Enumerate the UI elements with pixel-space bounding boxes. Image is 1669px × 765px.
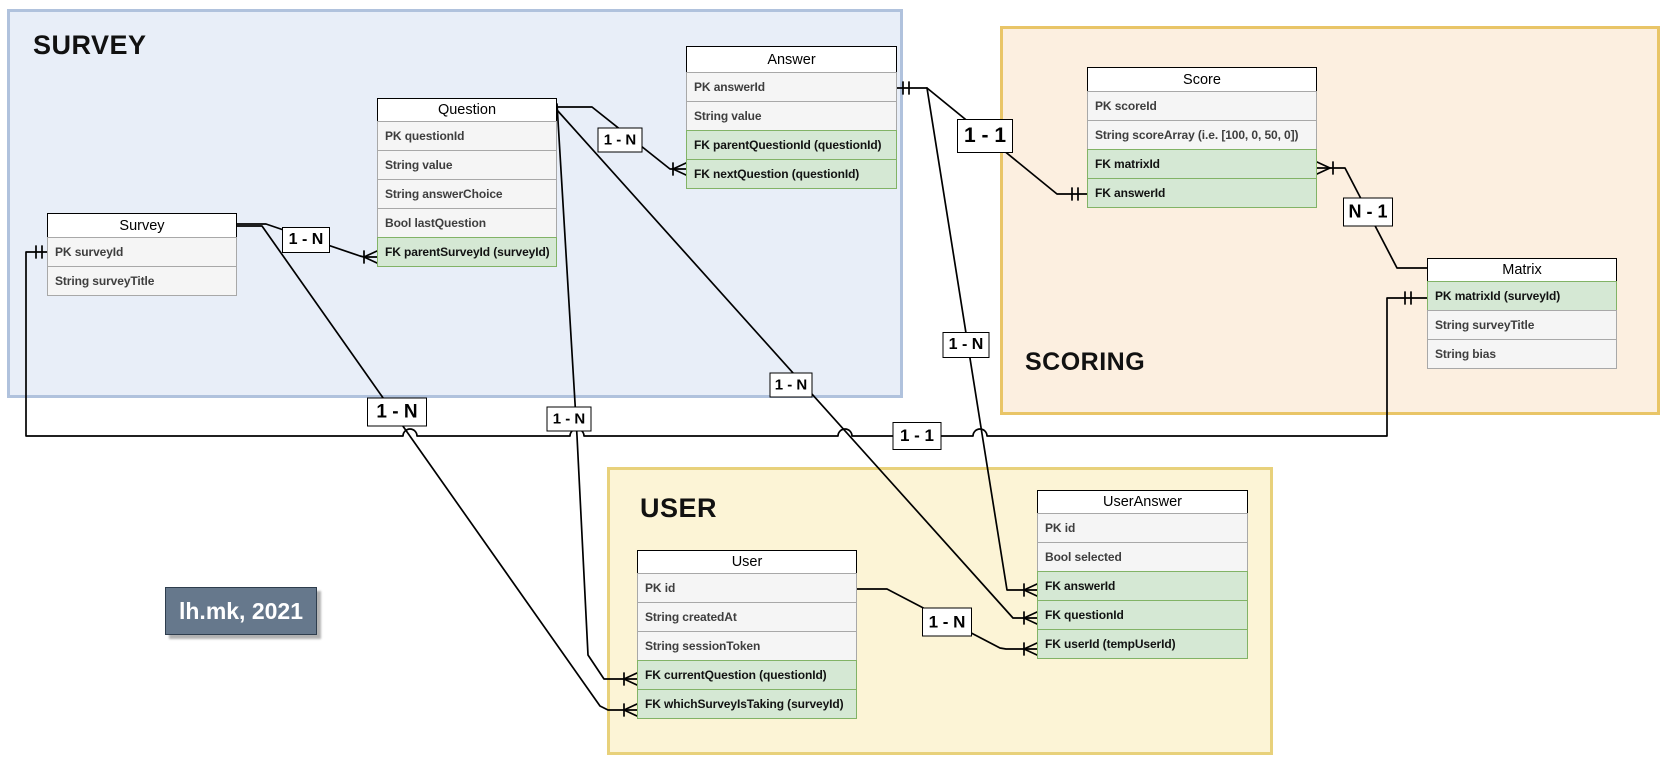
table-row-survey-0: PK surveyId [47, 237, 237, 267]
relationship-line-answer-useranswer [926, 87, 1038, 591]
relationship-line-survey-user [236, 225, 638, 711]
table-row-answer-3: FK nextQuestion (questionId) [686, 159, 897, 189]
table-row-useranswer-3: FK questionId [1037, 600, 1248, 630]
table-row-answer-1: String value [686, 101, 897, 131]
cardinality-label-survey-question: 1 - N [282, 227, 330, 253]
entity-title-useranswer: UserAnswer [1037, 490, 1248, 514]
relationship-line-question-useranswer [556, 109, 1038, 619]
relationship-line-question-user [556, 103, 638, 680]
table-row-question-1: String value [377, 150, 557, 180]
table-row-user-2: String sessionToken [637, 631, 857, 661]
table-row-user-1: String createdAt [637, 602, 857, 632]
cardinality-label-user-useranswer: 1 - N [922, 607, 972, 637]
cardinality-label-question-user: 1 - N [546, 406, 592, 432]
region-title-user: USER [640, 493, 718, 523]
table-row-user-3: FK currentQuestion (questionId) [637, 660, 857, 690]
one-tick-markers [35, 81, 1412, 305]
cardinality-label-answer-score: 1 - 1 [957, 119, 1013, 153]
entity-title-survey: Survey [47, 213, 237, 238]
cardinality-label-survey-user: 1 - N [367, 397, 427, 427]
cardinality-label-score-matrix: N - 1 [1343, 197, 1393, 227]
table-row-question-2: String answerChoice [377, 179, 557, 209]
table-row-score-3: FK answerId [1087, 178, 1317, 208]
table-row-useranswer-2: FK answerId [1037, 571, 1248, 601]
entity-title-user: User [637, 550, 857, 574]
table-row-matrix-1: String surveyTitle [1427, 310, 1617, 340]
table-row-useranswer-1: Bool selected [1037, 542, 1248, 572]
crow-foot-markers [363, 161, 1334, 717]
region-title-survey: SURVEY [33, 30, 147, 60]
table-row-matrix-2: String bias [1427, 339, 1617, 369]
table-row-answer-0: PK answerId [686, 72, 897, 102]
table-row-useranswer-0: PK id [1037, 513, 1248, 543]
table-row-question-3: Bool lastQuestion [377, 208, 557, 238]
relationship-line-survey-matrix [25, 251, 1428, 437]
table-row-answer-2: FK parentQuestionId (questionId) [686, 130, 897, 160]
table-row-question-4: FK parentSurveyId (surveyId) [377, 237, 557, 267]
table-row-score-2: FK matrixId [1087, 149, 1317, 179]
table-row-score-0: PK scoreId [1087, 91, 1317, 121]
table-row-survey-1: String surveyTitle [47, 266, 237, 296]
table-row-score-1: String scoreArray (i.e. [100, 0, 50, 0]) [1087, 120, 1317, 150]
entity-title-answer: Answer [686, 46, 897, 73]
cardinality-label-question-answer: 1 - N [597, 127, 643, 153]
entity-title-score: Score [1087, 67, 1317, 92]
region-title-scoring: SCORING [1025, 348, 1146, 376]
entity-title-matrix: Matrix [1427, 258, 1617, 282]
table-row-user-0: PK id [637, 573, 857, 603]
table-row-useranswer-4: FK userId (tempUserId) [1037, 629, 1248, 659]
author-note: lh.mk, 2021 [165, 587, 317, 635]
cardinality-label-answer-useranswer: 1 - N [942, 332, 990, 358]
table-row-user-4: FK whichSurveyIsTaking (surveyId) [637, 689, 857, 719]
entity-title-question: Question [377, 98, 557, 122]
cardinality-label-question-useranswer: 1 - N [769, 372, 813, 398]
relationship-line-user-useranswer [856, 588, 1038, 650]
table-row-matrix-0: PK matrixId (surveyId) [1427, 281, 1617, 311]
relationship-line-survey-question [236, 223, 378, 258]
table-row-question-0: PK questionId [377, 121, 557, 151]
cardinality-label-survey-matrix: 1 - 1 [892, 422, 942, 450]
